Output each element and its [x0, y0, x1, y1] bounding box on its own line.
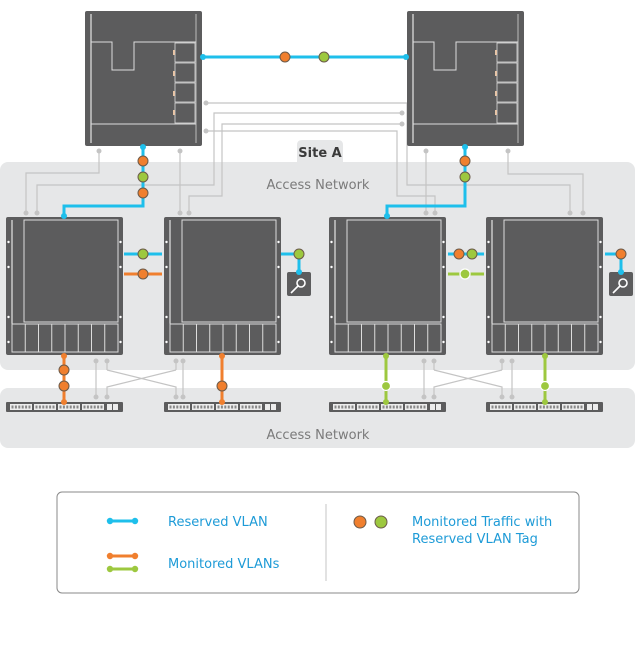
agg-switch-4[interactable] — [486, 217, 603, 355]
site-label: Site A — [298, 146, 341, 161]
legend-monitored-traffic-label-1: Monitored Traffic with — [412, 515, 552, 530]
monitored-traffic-orange — [279, 51, 291, 63]
legend-monitored-vlans-swatch — [106, 552, 139, 573]
cable — [206, 130, 436, 213]
monitored-traffic-orange — [137, 187, 149, 199]
site-a-region — [0, 140, 635, 448]
monitored-traffic-green — [137, 248, 149, 260]
site-a-tab — [297, 140, 343, 162]
core-switch-left[interactable] — [85, 11, 202, 146]
access-switch-1[interactable] — [6, 402, 123, 412]
monitored-traffic-orange — [137, 268, 149, 280]
access-network-bottom-label: Access Network — [267, 428, 370, 443]
legend-reserved-vlan-swatch — [106, 517, 139, 525]
link-endpoints — [61, 54, 624, 405]
monitored-traffic-orange — [58, 364, 70, 376]
access-switch-3[interactable] — [329, 402, 446, 412]
access-network-top-region — [0, 162, 635, 370]
monitored-traffic-orange — [453, 248, 465, 260]
legend-monitored-traffic-label-2: Reserved VLAN Tag — [412, 532, 538, 547]
agg-switch-3[interactable] — [329, 217, 446, 355]
monitored-traffic-green — [318, 51, 330, 63]
cable — [36, 112, 402, 213]
legend: Reserved VLAN Monitored VLANs Monitored … — [56, 491, 580, 594]
monitored-traffic-orange — [615, 248, 627, 260]
magnifier-icon — [296, 278, 306, 288]
access-switch-4[interactable] — [486, 402, 603, 412]
agg-switch-2[interactable] — [164, 217, 281, 355]
monitored-traffic-green — [459, 171, 471, 183]
access-switch-2[interactable] — [164, 402, 281, 412]
magnifier-icon — [618, 278, 628, 288]
access-network-bottom-region — [0, 388, 635, 448]
traffic-markers — [58, 51, 627, 392]
analyzer-2[interactable] — [609, 272, 633, 296]
monitored-traffic-orange — [58, 380, 70, 392]
monitored-traffic-orange — [459, 155, 471, 167]
monitored-traffic-green — [466, 248, 478, 260]
cable — [25, 150, 100, 213]
legend-reserved-vlan-label: Reserved VLAN — [168, 515, 268, 530]
grey-cabling — [25, 102, 584, 397]
monitored-traffic-orange — [216, 380, 228, 392]
monitored-traffic-green — [293, 248, 305, 260]
monitored-traffic-green — [137, 171, 149, 183]
analyzer-1[interactable] — [287, 272, 311, 296]
monitored-traffic-orange — [137, 155, 149, 167]
cable — [507, 150, 584, 213]
cable-port-dots — [23, 100, 586, 400]
cable — [188, 123, 402, 213]
legend-monitored-traffic-swatch — [353, 515, 388, 529]
monitored-vlan-markers — [380, 268, 551, 392]
cable — [206, 102, 571, 213]
legend-monitored-vlans-label: Monitored VLANs — [168, 557, 280, 572]
access-network-top-label: Access Network — [267, 178, 370, 193]
core-switch-right[interactable] — [407, 11, 524, 146]
agg-switch-1[interactable] — [6, 217, 123, 355]
